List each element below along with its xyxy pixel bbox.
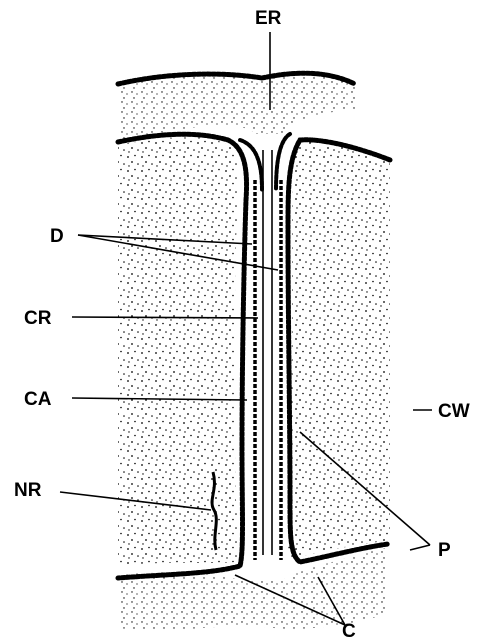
label-er: ER (255, 8, 282, 29)
label-cw: CW (438, 401, 470, 422)
label-ca: CA (24, 389, 52, 410)
label-c: C (342, 621, 356, 642)
label-d: D (50, 226, 64, 247)
label-p: P (438, 540, 451, 561)
label-cr: CR (24, 308, 52, 329)
label-nr: NR (14, 480, 42, 501)
desmotubule (255, 150, 281, 560)
upper-cytoplasm (118, 71, 355, 140)
